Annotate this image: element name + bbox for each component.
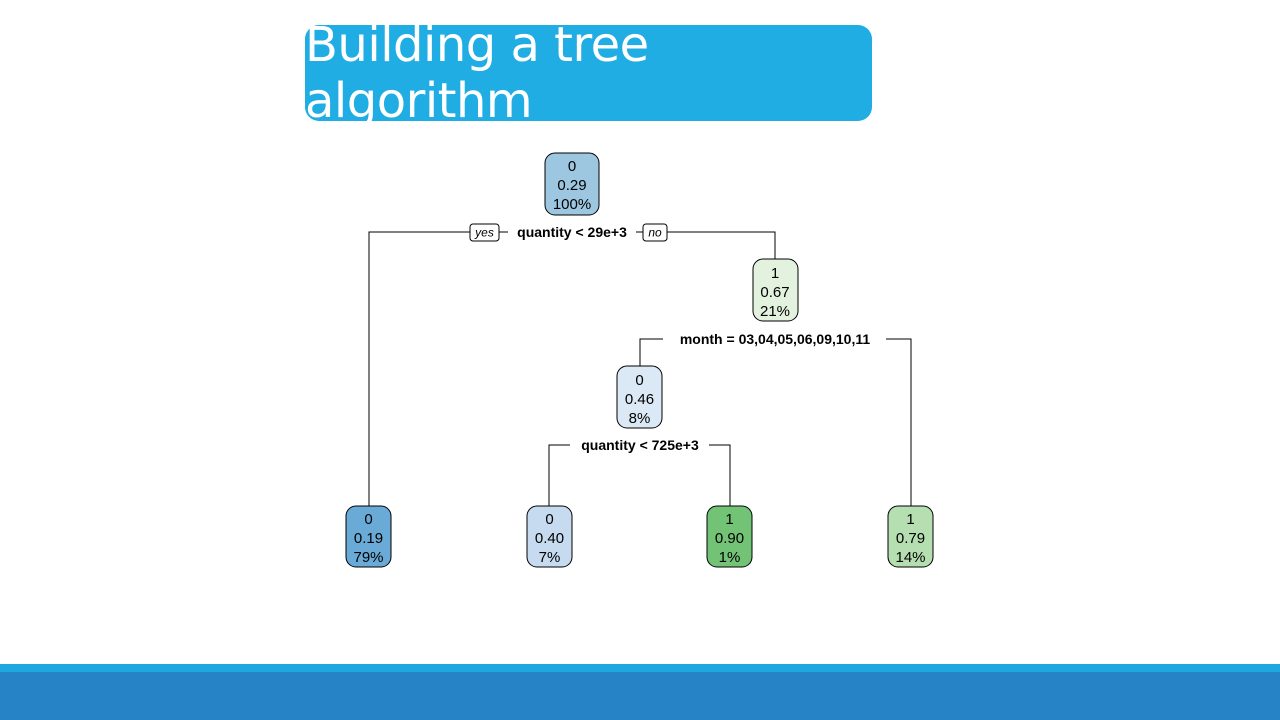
node-pct: 21% [760,303,790,320]
edge-right-right [886,338,912,510]
node-class: 0 [568,158,576,175]
no-label: no [648,226,662,240]
node-pct: 100% [553,196,591,213]
node-class: 1 [771,265,779,282]
tree-edges [368,231,912,510]
node-class: 0 [635,372,643,389]
yes-label: yes [474,226,494,240]
tree-node-mid: 0 0.46 8% [616,365,663,429]
node-pct: 1% [719,549,741,566]
footer-accent-stripe [0,664,1280,672]
tree-node-root: 0 0.29 100% [544,152,600,216]
slide-title: Building a tree algorithm [305,17,649,129]
node-class: 0 [364,511,372,528]
node-pct: 14% [895,549,925,566]
node-pct: 8% [629,410,651,427]
title-banner: Building a tree algorithm [305,17,872,129]
yes-box: yes [469,223,500,242]
edge-right-left [639,338,663,366]
edge-root-no [667,231,776,259]
node-class: 0 [545,511,553,528]
tree-node-right: 1 0.67 21% [752,258,799,322]
node-prob: 0.40 [535,530,564,547]
footer-bar [0,672,1280,720]
tree-leaf-4: 1 0.79 14% [887,505,934,568]
tree-leaf-1: 0 0.19 79% [345,505,392,568]
node-pct: 7% [539,549,561,566]
tree-leaf-2: 0 0.40 7% [526,505,573,568]
split-label-root: quantity < 29e+3 [517,224,627,240]
edge-mid-right [709,444,731,510]
node-class: 1 [906,511,914,528]
node-prob: 0.46 [625,391,654,408]
node-prob: 0.79 [896,530,925,547]
node-pct: 79% [353,549,383,566]
no-box: no [642,223,668,242]
node-prob: 0.29 [557,177,586,194]
split-label-mid: quantity < 725e+3 [581,437,699,453]
edge-mid-left [548,444,570,510]
node-prob: 0.90 [715,530,744,547]
node-prob: 0.67 [760,284,789,301]
edge-root-yes [368,231,470,510]
tree-leaf-3: 1 0.90 1% [706,505,753,568]
node-class: 1 [725,511,733,528]
node-prob: 0.19 [354,530,383,547]
split-label-right: month = 03,04,05,06,09,10,11 [680,331,871,347]
